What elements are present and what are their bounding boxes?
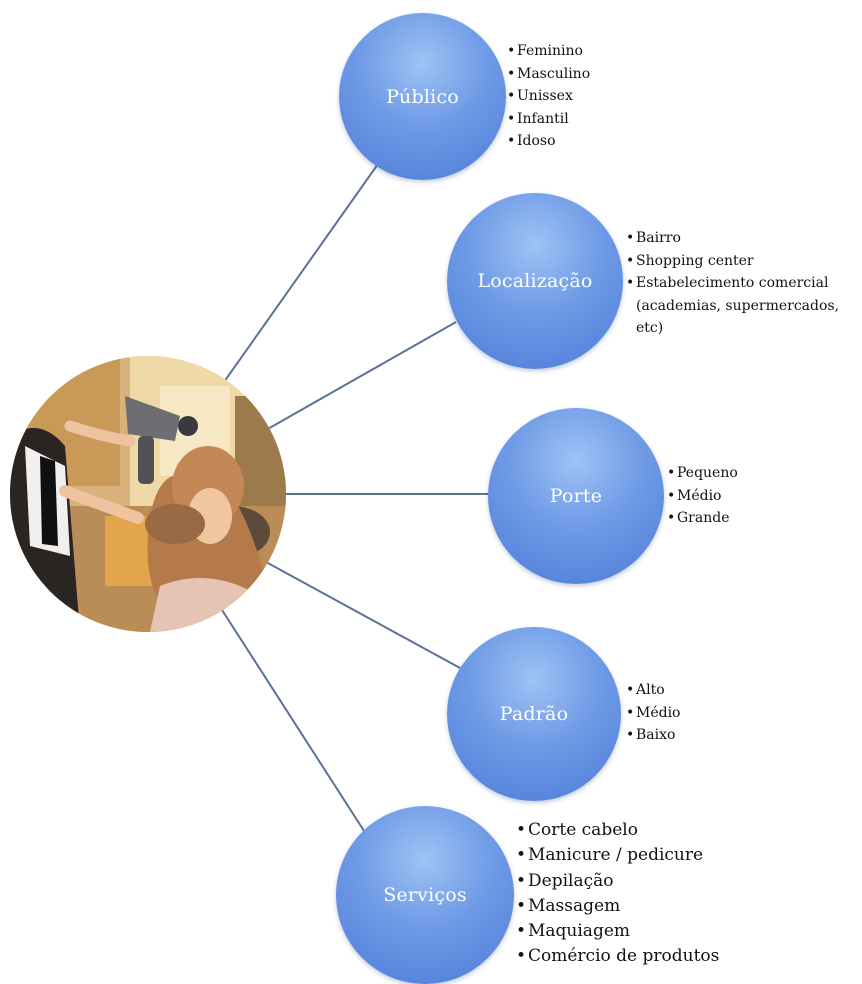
node-localizacao: Localização bbox=[447, 193, 623, 369]
node-porte: Porte bbox=[488, 408, 664, 584]
node-padrao-label: Padrão bbox=[499, 703, 569, 725]
list-item: Grande bbox=[667, 507, 738, 530]
node-servicos-label: Serviços bbox=[383, 884, 467, 906]
list-item: Alto bbox=[626, 679, 681, 702]
list-item: Infantil bbox=[507, 108, 590, 131]
list-item: Depilação bbox=[516, 869, 719, 895]
list-item: Unissex bbox=[507, 85, 590, 108]
list-item: Pequeno bbox=[667, 462, 738, 485]
list-item: Médio bbox=[667, 485, 738, 508]
list-item: Médio bbox=[626, 702, 681, 725]
servicos-items: Corte cabelo Manicure / pedicure Depilaç… bbox=[516, 818, 719, 970]
connector-localizacao bbox=[265, 321, 457, 431]
porte-items: Pequeno Médio Grande bbox=[667, 462, 738, 530]
list-item: Baixo bbox=[626, 724, 681, 747]
list-item: Bairro bbox=[626, 227, 862, 250]
list-item: Shopping center bbox=[626, 250, 862, 273]
list-item: Massagem bbox=[516, 894, 719, 920]
list-item: Corte cabelo bbox=[516, 818, 719, 844]
localizacao-items: Bairro Shopping center Estabelecimento c… bbox=[626, 227, 862, 340]
list-item: Masculino bbox=[507, 63, 590, 86]
connector-publico bbox=[223, 163, 379, 383]
list-item: Feminino bbox=[507, 40, 590, 63]
node-padrao: Padrão bbox=[447, 627, 621, 801]
list-item: Comércio de produtos bbox=[516, 944, 719, 970]
connector-servicos bbox=[221, 609, 367, 835]
list-item: Maquiagem bbox=[516, 919, 719, 945]
node-publico-label: Público bbox=[386, 85, 459, 108]
node-localizacao-label: Localização bbox=[477, 270, 593, 292]
node-publico: Público bbox=[339, 13, 506, 180]
publico-items: Feminino Masculino Unissex Infantil Idos… bbox=[507, 40, 590, 153]
connector-padrao bbox=[265, 561, 461, 669]
hair-salon-photo bbox=[10, 356, 286, 632]
padrao-items: Alto Médio Baixo bbox=[626, 679, 681, 747]
list-item: Manicure / pedicure bbox=[516, 843, 719, 869]
node-porte-label: Porte bbox=[549, 485, 603, 507]
list-item: Estabelecimento comercial (academias, su… bbox=[626, 272, 862, 340]
node-servicos: Serviços bbox=[336, 806, 514, 984]
list-item: Idoso bbox=[507, 130, 590, 153]
